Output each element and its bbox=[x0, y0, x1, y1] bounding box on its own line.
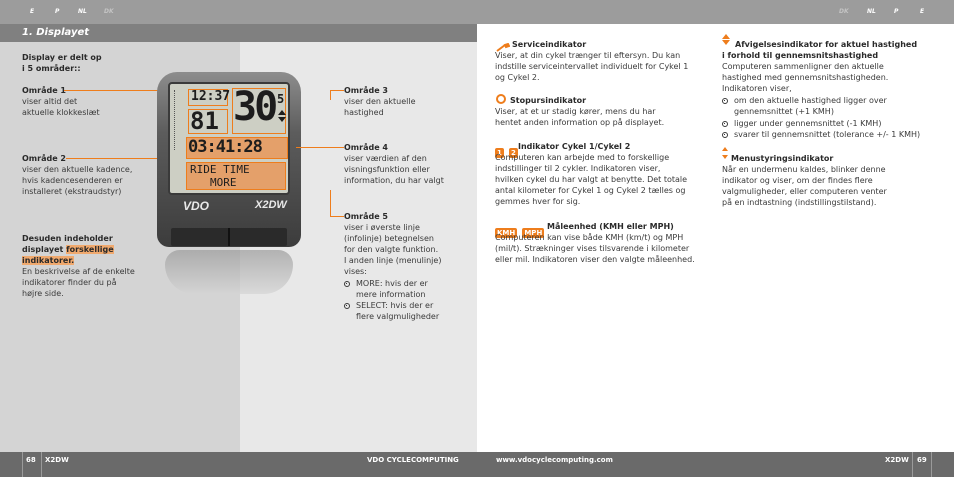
kmh-icon: KMH bbox=[495, 228, 518, 238]
up-down-arrow-icon bbox=[722, 34, 730, 45]
arrow-up-icon bbox=[278, 110, 286, 115]
deviation-bullet-below: ligger under gennemsnittet (-1 KMH) bbox=[734, 119, 882, 128]
service-title: Serviceindikator bbox=[512, 40, 587, 49]
deviation-text: Computeren sammenligner den aktuelle has… bbox=[722, 62, 889, 93]
area2-highlight bbox=[188, 109, 228, 134]
indicators-note: Desuden indeholder displayet forskellige… bbox=[22, 234, 135, 298]
lang-tab-dk-right[interactable]: DK bbox=[839, 8, 849, 15]
display-clock: 12:37 bbox=[191, 89, 231, 104]
leader-line-area3-vertical bbox=[330, 90, 331, 100]
area1-block: Område 1 viser altid det aktuelle klokke… bbox=[22, 86, 100, 117]
display-cadence: 81 bbox=[190, 107, 219, 135]
deviation-title-line2: i forhold til gennemsnitshastighed bbox=[722, 51, 879, 60]
area5-bullet-more: MORE: hvis der er mere information bbox=[356, 279, 428, 299]
footer-brand: VDO CYCLECOMPUTING bbox=[367, 456, 459, 464]
lang-tab-e[interactable]: E bbox=[30, 8, 35, 15]
right-page-bg bbox=[477, 0, 954, 477]
deviation-bullet-above: om den aktuelle hastighed ligger over ge… bbox=[734, 96, 887, 116]
section-title: 1. Displayet bbox=[22, 27, 90, 38]
lang-tab-e-right[interactable]: E bbox=[920, 8, 925, 15]
leader-line-area5 bbox=[330, 216, 344, 217]
footer-model-right: X2DW bbox=[885, 456, 909, 464]
stopwatch-title: Stopursindikator bbox=[510, 96, 587, 105]
device-reflection bbox=[165, 250, 293, 294]
lang-tab-nl[interactable]: NL bbox=[78, 8, 87, 15]
bullet-icon bbox=[722, 132, 728, 138]
area1-highlight bbox=[188, 89, 228, 106]
display-speed: 30 bbox=[233, 84, 278, 130]
display-trip-value: 03:41:28 bbox=[188, 137, 263, 157]
model-logo: X2DW bbox=[255, 199, 287, 211]
footer-model-left: X2DW bbox=[45, 456, 69, 464]
footer-url[interactable]: www.vdocyclecomputing.com bbox=[496, 456, 613, 464]
language-bar-right: DK NL P E bbox=[477, 0, 954, 24]
bike-2-icon: 2 bbox=[508, 148, 518, 158]
bike-title: Indikator Cykel 1/Cykel 2 bbox=[518, 142, 631, 151]
bullet-icon bbox=[722, 98, 728, 104]
menu-arrows-icon bbox=[722, 147, 728, 159]
cycle-computer-image: 12:37 81 30 5 03:41:28 RIDE TIME MORE VD… bbox=[157, 72, 301, 294]
wrench-icon bbox=[496, 37, 511, 56]
service-text: Viser, at din cykel trænger til eftersyn… bbox=[495, 51, 689, 82]
footer-divider bbox=[41, 452, 42, 477]
display-info-line: RIDE TIME bbox=[190, 163, 250, 176]
unit-title: Måleenhed (KMH eller MPH) bbox=[547, 222, 674, 231]
area2-block: Område 2 viser den aktuelle kadence, hvi… bbox=[22, 154, 133, 196]
intro-text: Display er delt op i 5 områder:: bbox=[22, 53, 102, 73]
footer-left bbox=[0, 452, 477, 477]
stopwatch-text: Viser, at et ur stadig kører, mens du ha… bbox=[495, 107, 665, 127]
bullet-icon bbox=[344, 303, 350, 309]
area5-title: Område 5 bbox=[344, 212, 388, 221]
deviation-bullet-equal: svarer til gennemsnittet (tolerance +/- … bbox=[734, 130, 921, 139]
area1-title: Område 1 bbox=[22, 86, 66, 95]
footer-divider bbox=[931, 452, 932, 477]
area5-bullet-select: SELECT: hvis der er flere valgmuligheder bbox=[356, 301, 440, 321]
bike-1-icon: 1 bbox=[495, 148, 504, 158]
vdo-logo: VDO bbox=[183, 199, 210, 213]
bullet-icon bbox=[344, 281, 350, 287]
lang-tab-p[interactable]: P bbox=[55, 8, 60, 15]
bullet-icon bbox=[722, 121, 728, 127]
area3-title: Område 3 bbox=[344, 86, 388, 95]
area4-title: Område 4 bbox=[344, 143, 388, 152]
leader-line-area3 bbox=[330, 90, 344, 91]
bike-text: Computeren kan arbejde med to forskellig… bbox=[495, 153, 688, 206]
menu-text: Når en undermenu kaldes, blinker denne i… bbox=[722, 165, 887, 207]
deviation-title-line1: Afvigelsesindikator for aktuel hastighed bbox=[735, 40, 918, 49]
indicator-icons-column bbox=[174, 90, 184, 150]
footer-divider bbox=[912, 452, 913, 477]
device-display: 12:37 81 30 5 03:41:28 RIDE TIME MORE bbox=[168, 82, 290, 195]
menu-title: Menustyringsindikator bbox=[731, 154, 834, 163]
display-speed-decimal: 5 bbox=[277, 92, 285, 106]
lang-tab-p-right[interactable]: P bbox=[894, 8, 899, 15]
area4-block: Område 4 viser værdien af den visningsfu… bbox=[344, 143, 444, 185]
mph-icon: MPH bbox=[522, 228, 545, 238]
footer-right bbox=[477, 452, 954, 477]
area2-title: Område 2 bbox=[22, 154, 66, 163]
leader-line-area4 bbox=[296, 147, 344, 148]
bike-indicator-icons: 1 2 bbox=[495, 140, 518, 159]
area5-block: Område 5 viser i øverste linje (infolinj… bbox=[344, 212, 442, 276]
unit-text: Computeren kan vise både KMH (km/t) og M… bbox=[495, 233, 695, 264]
arrow-down-icon bbox=[278, 117, 286, 122]
lang-tab-dk[interactable]: DK bbox=[104, 8, 114, 15]
leader-line-area1 bbox=[64, 90, 189, 91]
page-number-right: 69 bbox=[917, 456, 927, 464]
language-bar-left: E P NL DK bbox=[0, 0, 477, 24]
section-header: 1. Displayet bbox=[0, 24, 477, 42]
stopwatch-icon bbox=[496, 94, 506, 104]
area5-highlight bbox=[186, 162, 286, 190]
footer-divider bbox=[22, 452, 23, 477]
unit-indicator-icons: KMH MPH bbox=[495, 220, 545, 239]
display-menu-line: MORE bbox=[210, 176, 237, 189]
page-number-left: 68 bbox=[26, 456, 36, 464]
device-button-divider bbox=[228, 228, 230, 246]
area4-highlight bbox=[186, 137, 288, 159]
lang-tab-nl-right[interactable]: NL bbox=[867, 8, 876, 15]
leader-line-area5-vertical bbox=[330, 190, 331, 216]
leader-line-area2 bbox=[66, 158, 186, 159]
area3-block: Område 3 viser den aktuelle hastighed bbox=[344, 86, 416, 117]
